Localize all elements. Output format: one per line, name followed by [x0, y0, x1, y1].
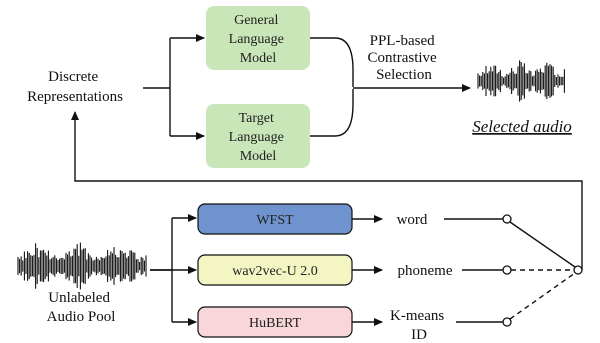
feedback-arrow: [71, 111, 583, 270]
wav2vec-u-box: wav2vec-U 2.0: [197, 254, 353, 286]
svg-text:wav2vec-U 2.0: wav2vec-U 2.0: [232, 264, 318, 279]
audio-waveform-icon: [477, 60, 565, 102]
svg-text:General Language M: General Language Model: [229, 13, 288, 66]
word-switch-terminal: [502, 214, 512, 224]
hubert-box: HuBERT: [197, 306, 353, 338]
unlabeled-audio-pool-label: Unlabeled Audio Pool: [47, 290, 116, 325]
word-label: word: [397, 212, 428, 228]
discrete-representations-label: Discrete Representations: [27, 69, 123, 105]
target-language-model-box: Target Language Model: [206, 104, 310, 168]
svg-text:Target Language Mo: Target Language Model: [229, 111, 288, 164]
phoneme-label: phoneme: [398, 263, 453, 279]
ppl-contrastive-selection-label: PPL-based Contrastive Selection: [368, 33, 441, 83]
kmeans-id-label: K-means ID: [390, 308, 448, 343]
merge-bracket: [310, 37, 354, 137]
audio-waveform-icon: [17, 242, 147, 290]
switch-arm-active: [509, 221, 576, 268]
switch-common-terminal: [573, 265, 583, 275]
phoneme-switch-terminal: [502, 265, 512, 275]
wfst-box: WFST: [197, 203, 353, 235]
general-language-model-box: General Language Model: [206, 6, 310, 70]
svg-text:WFST: WFST: [256, 213, 294, 228]
kmeans-switch-terminal: [502, 317, 512, 327]
selected-audio-label: Selected audio: [472, 117, 572, 136]
switch-arm-kmeans-dashed: [509, 272, 576, 320]
svg-text:HuBERT: HuBERT: [249, 316, 301, 331]
